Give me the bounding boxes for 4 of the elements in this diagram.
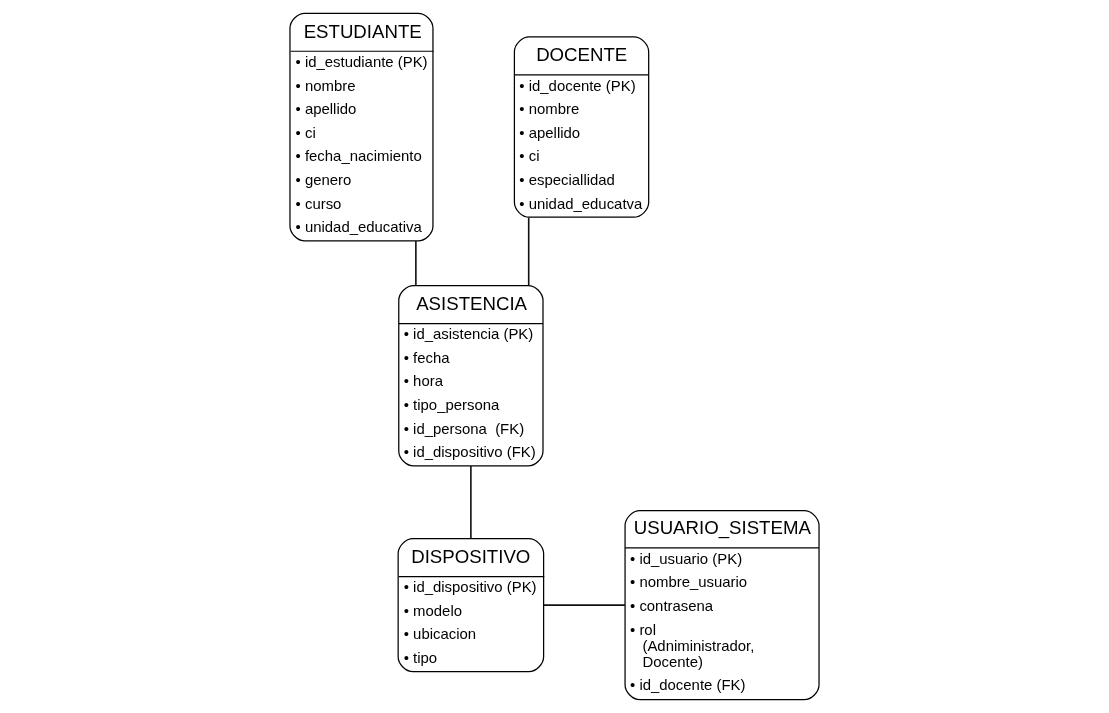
connector <box>415 240 417 287</box>
connector <box>527 216 530 287</box>
connector <box>470 465 472 540</box>
connector <box>543 604 626 606</box>
